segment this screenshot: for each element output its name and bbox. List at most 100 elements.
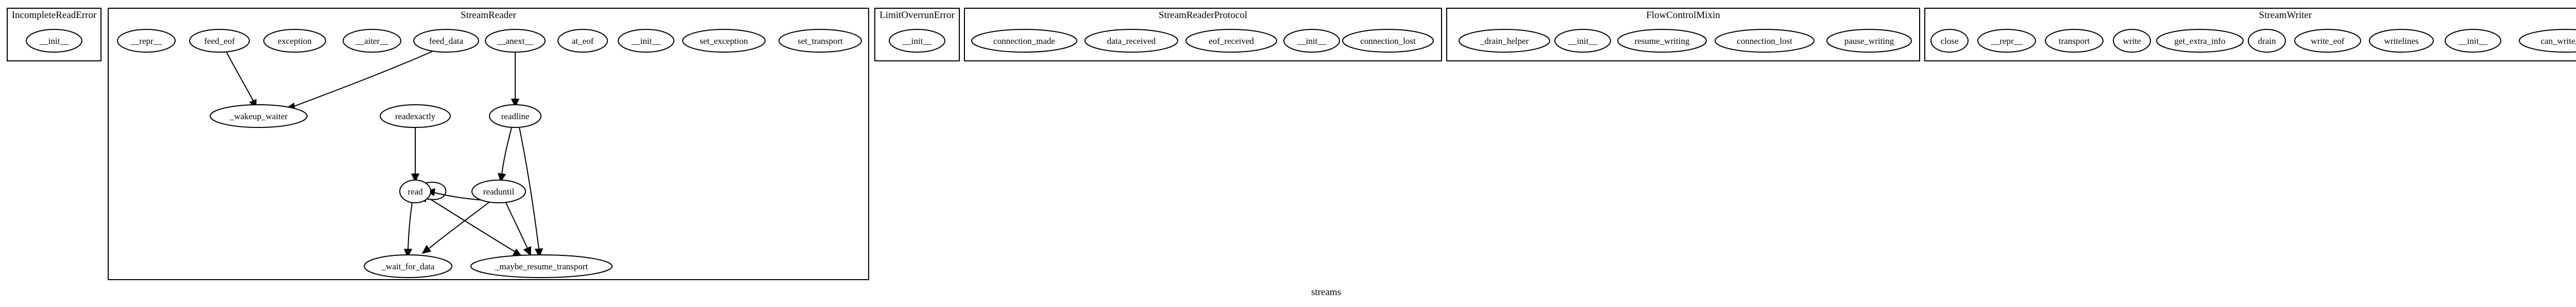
node-sr-maybe-resume-transport[interactable]: _maybe_resume_transport xyxy=(470,254,613,278)
node-sr-aiter-label: __aiter__ xyxy=(355,36,389,46)
node-sr-readline[interactable]: readline xyxy=(489,104,541,128)
cluster-streamreaderprotocol-title: StreamReaderProtocol xyxy=(1159,10,1247,21)
cluster-streamwriter-title: StreamWriter xyxy=(2259,10,2312,21)
edge-readuntil-to-wait-for-data-arrow xyxy=(421,245,432,254)
edge-feed-eof-to-wakeup-waiter xyxy=(225,50,254,102)
cluster-incompletereaderror-title: IncompleteReadError xyxy=(12,10,97,21)
node-sw-drain[interactable]: drain xyxy=(2248,29,2286,53)
node-limit-init[interactable]: __init__ xyxy=(889,29,945,53)
edge-readexactly-to-read-arrow xyxy=(411,173,420,183)
node-sr-feed-data-label: feed_data xyxy=(429,36,464,46)
cluster-limitoverrunerror: LimitOverrunError __init__ xyxy=(874,8,960,61)
node-sr-set-exception[interactable]: set_exception xyxy=(682,29,766,53)
node-sr-anext[interactable]: __anext__ xyxy=(485,29,546,53)
cluster-streamwriter: StreamWriter close __repr__ transport wr… xyxy=(1924,8,2576,61)
node-flow-resume-writing-label: resume_writing xyxy=(1635,36,1690,46)
node-sw-init[interactable]: __init__ xyxy=(2445,29,2501,53)
node-sr-wakeup-waiter-label: _wakeup_waiter xyxy=(229,111,288,121)
node-sr-set-transport-label: set_transport xyxy=(798,36,843,46)
node-flow-init-label: __init__ xyxy=(1568,36,1598,46)
node-sr-aiter[interactable]: __aiter__ xyxy=(343,29,401,53)
cluster-limitoverrunerror-title: LimitOverrunError xyxy=(879,10,955,21)
node-sr-repr[interactable]: __repr__ xyxy=(117,29,176,53)
edge-readuntil-to-wait-for-data xyxy=(428,201,491,249)
node-limit-init-label: __init__ xyxy=(902,36,932,46)
node-sw-close[interactable]: close xyxy=(1930,29,1969,53)
node-sw-write[interactable]: write xyxy=(2113,29,2151,53)
node-sr-read-label: read xyxy=(408,187,423,197)
edge-readline-to-maybe-resume xyxy=(519,127,539,250)
node-flow-pause-writing[interactable]: pause_writing xyxy=(1826,29,1912,53)
edge-readuntil-to-maybe-resume xyxy=(505,202,528,249)
node-proto-init-label: __init__ xyxy=(1297,36,1327,46)
node-sw-write-label: write xyxy=(2123,36,2141,46)
node-sw-can-write-eof[interactable]: can_write_eof xyxy=(2519,29,2576,53)
node-sw-transport[interactable]: transport xyxy=(2045,29,2104,53)
node-sw-get-extra-info-label: get_extra_info xyxy=(2174,36,2225,46)
node-sr-wakeup-waiter[interactable]: _wakeup_waiter xyxy=(210,104,308,128)
cluster-streamreader-title: StreamReader xyxy=(461,10,516,21)
node-sw-drain-label: drain xyxy=(2258,36,2276,46)
cluster-flowcontrolmixin: FlowControlMixin _drain_helper __init__ … xyxy=(1446,8,1920,61)
node-sr-exception-label: exception xyxy=(278,36,312,46)
node-proto-init[interactable]: __init__ xyxy=(1283,29,1340,53)
node-proto-data-received-label: data_received xyxy=(1107,36,1156,46)
node-flow-pause-writing-label: pause_writing xyxy=(1844,36,1894,46)
node-sr-at-eof-label: at_eof xyxy=(572,36,594,46)
cluster-streamreader: StreamReader xyxy=(108,8,869,280)
node-sw-repr-label: __repr__ xyxy=(1990,36,2023,46)
node-proto-connection-lost[interactable]: connection_lost xyxy=(1342,29,1434,53)
node-sr-wait-for-data-label: _wait_for_data xyxy=(381,262,435,271)
node-sw-write-eof[interactable]: write_eof xyxy=(2294,29,2361,53)
node-sw-can-write-eof-label: can_write_eof xyxy=(2540,36,2576,46)
node-flow-resume-writing[interactable]: resume_writing xyxy=(1617,29,1707,53)
node-sw-repr[interactable]: __repr__ xyxy=(1977,29,2036,53)
edge-readline-to-readuntil xyxy=(501,127,512,175)
node-sr-readexactly[interactable]: readexactly xyxy=(380,104,451,128)
node-sr-feed-eof[interactable]: feed_eof xyxy=(189,29,250,53)
node-proto-data-received[interactable]: data_received xyxy=(1084,29,1178,53)
node-sr-readline-label: readline xyxy=(501,111,530,121)
edge-readline-to-maybe-resume-arrow xyxy=(534,248,544,258)
node-sr-at-eof[interactable]: at_eof xyxy=(557,29,608,53)
node-flow-drain-helper[interactable]: _drain_helper xyxy=(1459,29,1550,53)
edge-feed-data-to-wakeup-waiter xyxy=(292,48,439,107)
cluster-streamreaderprotocol: StreamReaderProtocol connection_made dat… xyxy=(964,8,1442,61)
node-sr-readuntil-label: readuntil xyxy=(483,187,515,197)
cluster-streamreader-frame xyxy=(108,8,869,280)
node-proto-connection-made[interactable]: connection_made xyxy=(971,29,1077,53)
node-sr-wait-for-data[interactable]: _wait_for_data xyxy=(364,254,452,278)
node-sr-init[interactable]: __init__ xyxy=(618,29,674,53)
node-sw-transport-label: transport xyxy=(2059,36,2090,46)
node-sr-repr-label: __repr__ xyxy=(130,36,162,46)
node-incomplete-init[interactable]: __init__ xyxy=(26,29,82,53)
node-flow-init[interactable]: __init__ xyxy=(1554,29,1611,53)
edge-readuntil-to-read xyxy=(433,192,484,201)
node-proto-eof-received[interactable]: eof_received xyxy=(1185,29,1277,53)
node-sr-feed-eof-label: feed_eof xyxy=(204,36,235,46)
node-sr-init-label: __init__ xyxy=(631,36,661,46)
node-sr-exception[interactable]: exception xyxy=(263,29,326,53)
cluster-flowcontrolmixin-title: FlowControlMixin xyxy=(1646,10,1720,21)
node-sr-readexactly-label: readexactly xyxy=(395,111,436,121)
node-sw-init-label: __init__ xyxy=(2458,36,2488,46)
node-sr-readuntil[interactable]: readuntil xyxy=(471,180,526,203)
edge-readuntil-to-maybe-resume-arrow xyxy=(523,246,531,256)
node-flow-connection-lost[interactable]: connection_lost xyxy=(1715,29,1815,53)
node-sw-write-eof-label: write_eof xyxy=(2311,36,2344,46)
node-sw-get-extra-info[interactable]: get_extra_info xyxy=(2156,29,2244,53)
node-incomplete-init-label: __init__ xyxy=(39,36,69,46)
node-sw-close-label: close xyxy=(1941,36,1959,46)
node-sw-writelines[interactable]: writelines xyxy=(2369,29,2434,53)
edge-read-self-loop xyxy=(422,182,447,200)
edge-anext-to-readline-arrow xyxy=(511,99,520,108)
node-proto-connection-lost-label: connection_lost xyxy=(1360,36,1416,46)
node-flow-drain-helper-label: _drain_helper xyxy=(1480,36,1529,46)
edge-read-to-maybe-resume xyxy=(430,199,516,252)
node-sr-read[interactable]: read xyxy=(399,180,431,203)
node-sr-set-transport[interactable]: set_transport xyxy=(778,29,862,53)
edge-readline-to-readuntil-arrow xyxy=(497,173,506,183)
node-sr-feed-data[interactable]: feed_data xyxy=(413,29,479,53)
node-proto-connection-made-label: connection_made xyxy=(993,36,1055,46)
